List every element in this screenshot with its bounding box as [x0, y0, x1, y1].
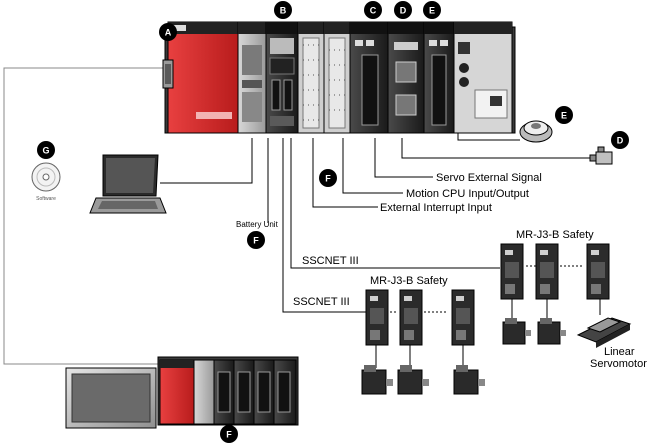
io-module-2 — [323, 21, 351, 134]
plc-cpu-module — [237, 21, 267, 134]
badge-e-right: E — [555, 106, 573, 124]
servo-motor-lower-3 — [453, 365, 485, 395]
servo-amp-upper-2 — [535, 243, 559, 300]
servo-amp-lower-3 — [451, 289, 475, 346]
main-plc-rack — [162, 21, 516, 134]
label-linear-line1: Linear — [604, 346, 635, 358]
bottom-plc-rack — [157, 356, 299, 426]
badge-f-bottom: F — [220, 425, 238, 443]
badge-f-bottom-text: F — [226, 430, 232, 440]
badge-e-right-text: E — [561, 111, 567, 121]
motion-cpu-module — [265, 21, 299, 134]
badge-d-top-text: D — [400, 6, 407, 16]
badge-d-right-text: D — [617, 136, 624, 146]
software-cd: Software — [31, 162, 61, 202]
encoder-interface-module — [387, 21, 425, 134]
badge-b: B — [274, 1, 292, 19]
io-module-1 — [297, 21, 325, 134]
badge-g: G — [37, 141, 55, 159]
badge-c: C — [364, 1, 382, 19]
pulse-input-module — [423, 21, 455, 134]
label-motion-cpu-io: Motion CPU Input/Output — [406, 188, 529, 200]
servo-motor-lower-1 — [361, 365, 393, 395]
encoder-icon — [589, 146, 613, 165]
network-module — [453, 21, 513, 134]
badge-a: A — [159, 23, 177, 41]
psu-connector — [162, 59, 174, 89]
badge-a-text: A — [165, 28, 172, 38]
servo-amp-upper-1 — [500, 243, 524, 300]
label-sscnet-lower: SSCNET III — [293, 296, 350, 308]
servo-amp-upper-3 — [586, 243, 610, 300]
label-software: Software — [36, 196, 56, 202]
badge-d-right: D — [611, 131, 629, 149]
manual-pulse-generator-icon — [519, 120, 553, 143]
label-sscnet-upper: SSCNET III — [302, 255, 359, 267]
badge-f-battery-text: F — [253, 236, 259, 246]
badge-f-battery: F — [247, 231, 265, 249]
connection-wires — [3, 67, 601, 368]
label-servo-external-signal: Servo External Signal — [436, 172, 542, 184]
badge-e-top: E — [423, 1, 441, 19]
servo-signal-module — [349, 21, 389, 134]
badge-c-text: C — [370, 6, 377, 16]
linear-servomotor-icon — [576, 317, 632, 348]
label-battery-unit: Battery Unit — [236, 220, 279, 229]
label-external-interrupt: External Interrupt Input — [380, 202, 492, 214]
label-amp-group-upper: MR-J3-B Safety — [516, 229, 594, 241]
power-supply-module — [167, 21, 239, 134]
servo-motor-lower-2 — [397, 365, 429, 395]
badge-f-mid-text: F — [325, 174, 331, 184]
badge-g-text: G — [42, 146, 49, 156]
servo-amp-lower-2 — [399, 289, 423, 346]
label-linear-line2: Servomotor — [590, 358, 647, 370]
servo-motor-upper-1 — [502, 318, 531, 345]
hmi-touch-panel — [65, 367, 157, 429]
servo-amp-lower-1 — [365, 289, 389, 346]
laptop-icon — [89, 154, 167, 214]
label-amp-group-lower: MR-J3-B Safety — [370, 275, 448, 287]
servo-motor-upper-2 — [537, 318, 566, 345]
badge-b-text: B — [280, 6, 287, 16]
badge-e-top-text: E — [429, 6, 435, 16]
badge-d-top: D — [394, 1, 412, 19]
badge-f-mid: F — [319, 169, 337, 187]
